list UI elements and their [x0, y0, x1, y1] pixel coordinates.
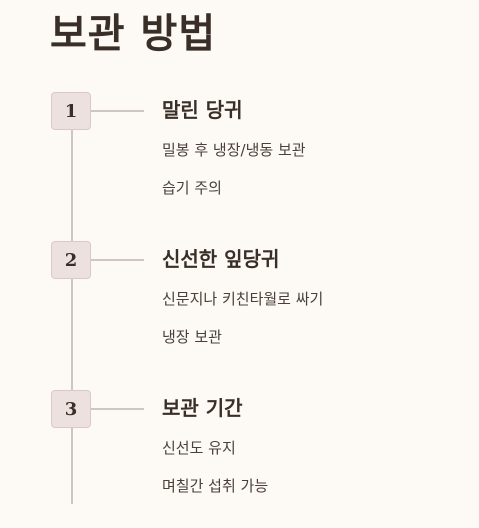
- step-item: 냉장 보관: [162, 328, 222, 346]
- step-item: 며칠간 섭취 가능: [162, 477, 269, 495]
- step-title: 말린 당귀: [162, 98, 243, 122]
- step-1: 1 말린 당귀 밀봉 후 냉장/냉동 보관 습기 주의: [0, 92, 479, 212]
- step-3: 3 보관 기간 신선도 유지 며칠간 섭취 가능: [0, 390, 479, 510]
- step-2: 2 신선한 잎당귀 신문지나 키친타월로 싸기 냉장 보관: [0, 241, 479, 361]
- step-connector: [91, 259, 144, 261]
- page-title: 보관 방법: [50, 11, 217, 57]
- step-item: 신선도 유지: [162, 439, 236, 457]
- timeline-line: [71, 112, 73, 504]
- step-number-badge: 1: [51, 92, 91, 130]
- step-number-badge: 3: [51, 390, 91, 428]
- step-title: 신선한 잎당귀: [162, 247, 280, 271]
- step-item: 신문지나 키친타월로 싸기: [162, 290, 324, 308]
- step-connector: [91, 110, 144, 112]
- step-item: 습기 주의: [162, 179, 222, 197]
- step-number-badge: 2: [51, 241, 91, 279]
- step-connector: [91, 408, 144, 410]
- step-item: 밀봉 후 냉장/냉동 보관: [162, 141, 306, 159]
- step-title: 보관 기간: [162, 396, 243, 420]
